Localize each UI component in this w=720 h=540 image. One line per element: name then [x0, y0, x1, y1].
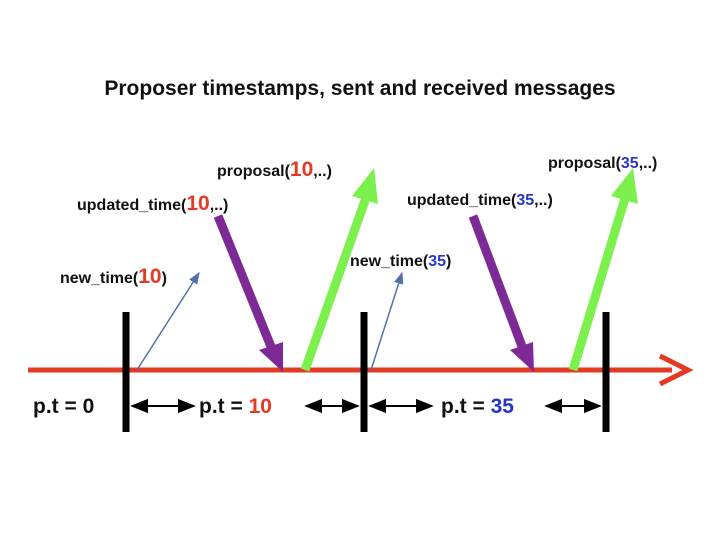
- updated-time-value: 10: [186, 192, 210, 215]
- interval-value: 35: [490, 395, 514, 418]
- interval-value: 0: [82, 395, 95, 418]
- proposal-close: ,..): [638, 155, 658, 172]
- updated-time-close: ,..): [209, 197, 229, 214]
- proposal-label-1: proposal(10,..): [217, 158, 332, 182]
- updated-time-arrow-2: [468, 214, 534, 372]
- proposal-name: proposal(: [548, 155, 621, 172]
- new-time-label-2: new_time(35): [350, 253, 451, 271]
- timeline-arrowhead: [658, 353, 694, 387]
- interval-prefix: p.t =: [33, 395, 83, 418]
- updated-time-value: 35: [516, 192, 535, 209]
- proposal-value: 10: [289, 158, 314, 181]
- new-time-arrow-2: [370, 271, 404, 371]
- proposal-label-2: proposal(35,..): [548, 155, 657, 173]
- new-time-name: new_time(: [60, 270, 139, 287]
- interval-value: 10: [248, 395, 272, 418]
- new-time-value: 35: [428, 253, 447, 270]
- proposal-close: ,..): [313, 163, 332, 180]
- interval-prefix: p.t =: [441, 395, 491, 418]
- new-time-label-1: new_time(10): [60, 265, 167, 289]
- proposal-arrow-2: [568, 168, 638, 372]
- updated-time-name: updated_time(: [407, 192, 517, 209]
- updated-time-arrow-1: [213, 214, 283, 372]
- proposal-value: 35: [620, 155, 639, 172]
- new-time-close: ): [161, 270, 167, 287]
- interval-prefix: p.t =: [199, 395, 249, 418]
- interval-label-1: p.t = 0: [33, 395, 94, 419]
- new-time-arrow-1: [136, 271, 200, 371]
- new-time-close: ): [446, 253, 452, 270]
- new-time-value: 10: [138, 265, 162, 288]
- proposal-name: proposal(: [217, 163, 290, 180]
- updated-time-close: ,..): [534, 192, 553, 209]
- updated-time-name: updated_time(: [77, 197, 187, 214]
- interval-label-2: p.t = 10: [199, 395, 272, 419]
- diagram-title: Proposer timestamps, sent and received m…: [104, 77, 616, 100]
- updated-time-label-2: updated_time(35,..): [407, 192, 553, 210]
- new-time-name: new_time(: [350, 253, 429, 270]
- interval-label-3: p.t = 35: [441, 395, 514, 419]
- updated-time-label-1: updated_time(10,..): [77, 192, 228, 216]
- proposal-arrow-1: [300, 168, 378, 372]
